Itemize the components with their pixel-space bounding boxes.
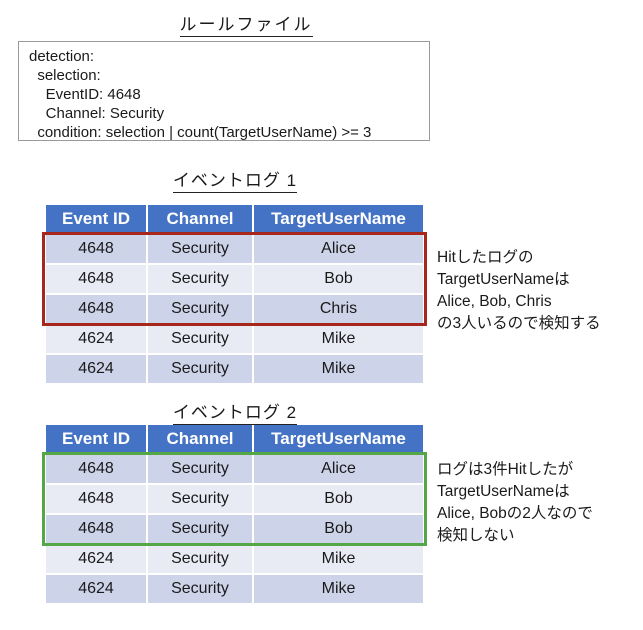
rule-file-box: detection: selection: EventID: 4648 Chan… xyxy=(18,41,430,141)
cell-event-id: 4624 xyxy=(46,355,146,383)
table-row: 4648 Security Alice xyxy=(46,455,423,483)
column-header-event-id: Event ID xyxy=(46,205,146,233)
cell-channel: Security xyxy=(148,355,252,383)
cell-targetusername: Alice xyxy=(254,235,423,263)
column-header-channel: Channel xyxy=(148,205,252,233)
cell-targetusername: Chris xyxy=(254,295,423,323)
log1-annotation: Hitしたログの TargetUserNameは Alice, Bob, Chr… xyxy=(437,249,601,332)
cell-targetusername: Mike xyxy=(254,545,423,573)
table-row: 4624 Security Mike xyxy=(46,575,423,603)
log2-title: イベントログ 2 xyxy=(46,398,424,425)
log1-title-text: イベントログ 1 xyxy=(172,171,298,193)
table-row: 4648 Security Bob xyxy=(46,485,423,513)
rule-line-condition: condition: selection | count(TargetUserN… xyxy=(29,124,372,141)
cell-event-id: 4648 xyxy=(46,265,146,293)
log1-hit-rows-highlight xyxy=(42,232,427,326)
log2-hit-rows-highlight xyxy=(42,452,427,546)
cell-event-id: 4648 xyxy=(46,515,146,543)
cell-channel: Security xyxy=(148,485,252,513)
rule-line-eventid: EventID: 4648 xyxy=(29,86,141,103)
rule-line-detection: detection: xyxy=(29,48,95,65)
log1-title: イベントログ 1 xyxy=(46,166,424,193)
cell-event-id: 4624 xyxy=(46,575,146,603)
cell-targetusername: Alice xyxy=(254,455,423,483)
table-row: 4648 Security Alice xyxy=(46,235,423,263)
table-row: 4624 Security Mike xyxy=(46,355,423,383)
cell-targetusername: Bob xyxy=(254,265,423,293)
log2-header-row: Event ID Channel TargetUserName xyxy=(46,425,423,453)
cell-channel: Security xyxy=(148,575,252,603)
log1-table: Event ID Channel TargetUserName 4648 Sec… xyxy=(44,203,425,385)
cell-channel: Security xyxy=(148,515,252,543)
cell-channel: Security xyxy=(148,455,252,483)
cell-targetusername: Mike xyxy=(254,575,423,603)
table-row: 4624 Security Mike xyxy=(46,325,423,353)
cell-channel: Security xyxy=(148,295,252,323)
table-row: 4624 Security Mike xyxy=(46,545,423,573)
rule-line-selection: selection: xyxy=(29,67,101,84)
column-header-targetusername: TargetUserName xyxy=(254,425,423,453)
column-header-targetusername: TargetUserName xyxy=(254,205,423,233)
cell-targetusername: Bob xyxy=(254,485,423,513)
cell-event-id: 4624 xyxy=(46,545,146,573)
table-row: 4648 Security Bob xyxy=(46,265,423,293)
cell-channel: Security xyxy=(148,545,252,573)
cell-event-id: 4648 xyxy=(46,295,146,323)
rule-line-channel: Channel: Security xyxy=(29,105,165,122)
cell-channel: Security xyxy=(148,325,252,353)
cell-event-id: 4648 xyxy=(46,455,146,483)
cell-targetusername: Mike xyxy=(254,325,423,353)
cell-event-id: 4648 xyxy=(46,235,146,263)
cell-channel: Security xyxy=(148,235,252,263)
cell-event-id: 4624 xyxy=(46,325,146,353)
log1-header-row: Event ID Channel TargetUserName xyxy=(46,205,423,233)
rule-file-title-text: ルールファイル xyxy=(179,15,313,37)
cell-channel: Security xyxy=(148,265,252,293)
log2-table: Event ID Channel TargetUserName 4648 Sec… xyxy=(44,423,425,605)
column-header-event-id: Event ID xyxy=(46,425,146,453)
column-header-channel: Channel xyxy=(148,425,252,453)
cell-targetusername: Bob xyxy=(254,515,423,543)
log2-annotation: ログは3件Hitしたが TargetUserNameは Alice, Bobの2… xyxy=(437,461,593,544)
log2-title-text: イベントログ 2 xyxy=(172,403,298,425)
rule-file-title: ルールファイル xyxy=(40,10,452,37)
table-row: 4648 Security Bob xyxy=(46,515,423,543)
cell-event-id: 4648 xyxy=(46,485,146,513)
table-row: 4648 Security Chris xyxy=(46,295,423,323)
cell-targetusername: Mike xyxy=(254,355,423,383)
